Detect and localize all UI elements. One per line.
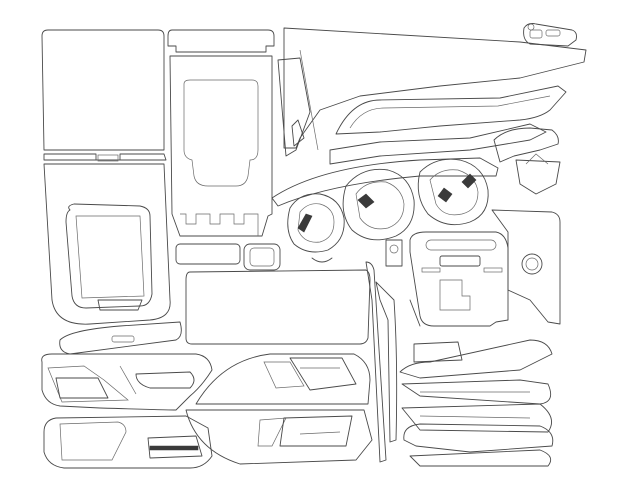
mirror-switch-panel [523, 23, 577, 47]
long-side-strip [365, 261, 398, 463]
door-panel-rear-right [185, 409, 373, 465]
clip-trim [311, 257, 333, 263]
dashboard-long-strip [271, 85, 567, 207]
vent-trim-left [287, 193, 345, 253]
door-panel-front-right [195, 353, 371, 405]
curved-trim-strips [399, 339, 554, 467]
door-panel-front-left [41, 353, 213, 411]
start-stop-circle [521, 253, 543, 275]
right-dashboard-panel [491, 153, 561, 325]
climate-control-panel [409, 231, 509, 327]
vent-trim-center [342, 168, 415, 241]
center-console-left-panel [41, 29, 182, 355]
start-button-ring [385, 239, 403, 267]
gear-shifter-surround-panel [167, 29, 371, 345]
vent-trim-right [417, 158, 489, 226]
dashboard-upper-trim [277, 27, 587, 157]
door-panel-rear-left [43, 415, 213, 469]
